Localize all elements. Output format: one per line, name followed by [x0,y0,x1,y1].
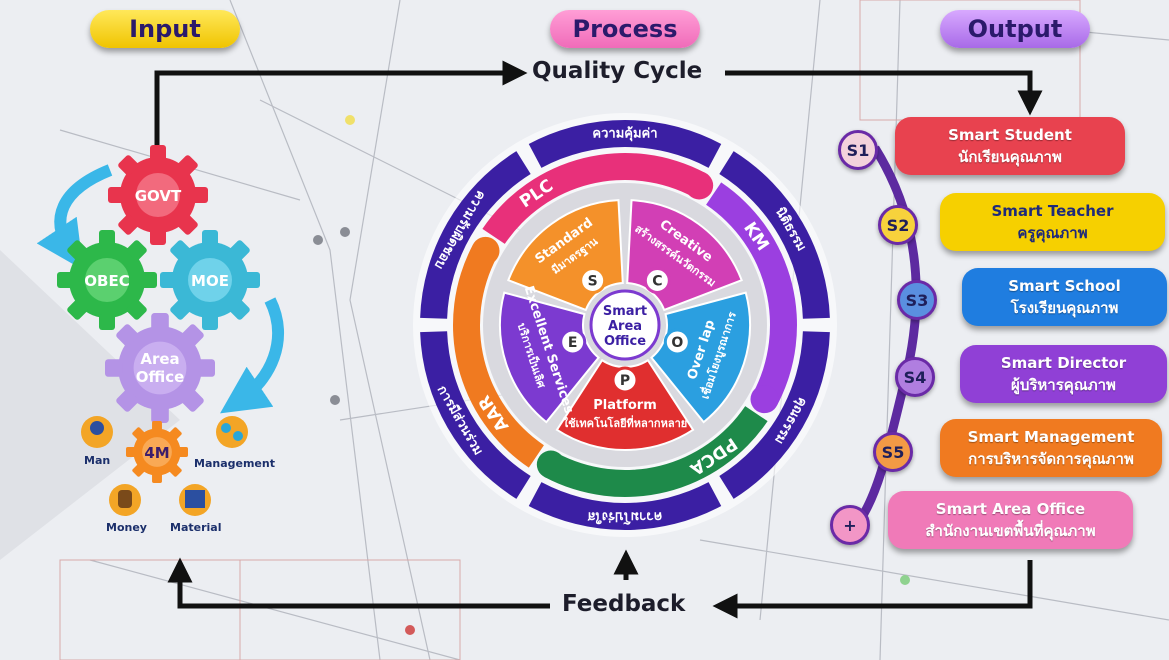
center-label: Office [604,334,646,349]
mid-ring-arrowhead [750,385,779,414]
output-en-label: Smart Management [967,428,1135,446]
outer-ring-segment [528,119,722,168]
money-label: Money [106,521,147,534]
blue-arrow-right [220,297,284,414]
material-label: Material [170,521,222,534]
output-badge-1: S1 [838,130,878,170]
segment-letter-badge [663,328,691,356]
feedback-arrow-left [167,557,550,609]
output-en-label: Smart Teacher [991,202,1114,220]
gear-govt [108,145,208,245]
center-label: Smart [603,304,647,319]
output-en-label: Smart Area Office [935,500,1086,518]
gear-govt-label: GOVT [135,187,182,205]
output-smart-teacher: Smart Teacher ครูคุณภาพ [940,193,1165,251]
segment-e [499,291,600,424]
gear-obec [57,230,157,330]
segment-letter-badge [579,267,607,295]
blue-arrow-left [36,164,113,270]
outer-ring-segment [528,482,722,531]
segment-letter: S [588,274,598,290]
outer-ring-label: ความโปร่งใส [588,509,663,526]
mid-ring-segment [706,182,797,406]
input-gears: GOVT OBEC MOE Area Office 4M [57,145,260,516]
gear-obec-label: OBEC [84,272,129,290]
segment-letter: E [568,335,578,351]
quality-cycle-arrow-left [154,60,528,160]
output-badge-5: S5 [873,432,913,472]
mid-ring-arrowhead [536,450,565,479]
segment-th-label: ใช้เทคโนโลยีที่หลากหลาย [563,415,687,430]
mid-ring-segment [482,153,706,244]
segment-p [555,358,695,451]
feedback-arrow-right [712,560,1033,619]
center-label: Area [608,319,642,334]
segment-letter: C [652,274,662,290]
gear-4m-label: 4M [144,444,169,462]
output-en-label: Smart Student [948,126,1072,144]
outer-ring-segment [719,151,830,319]
output-badge-4: S4 [895,357,935,397]
output-th-label: นักเรียนคุณภาพ [958,148,1062,166]
gear-moe-label: MOE [191,272,229,290]
mid-ring-arrowhead [471,236,500,265]
output-th-label: สำนักงานเขตพื้นที่คุณภาพ [925,522,1096,540]
segment-letter-badge [643,267,671,295]
outer-ring-segment [719,331,830,499]
gear-moe [160,230,260,330]
process-header: Process [550,10,700,48]
output-badge-2: S2 [878,205,918,245]
management-label: Management [194,457,275,470]
output-smart-director: Smart Director ผู้บริหารคุณภาพ [960,345,1167,403]
man-label: Man [84,454,111,467]
outer-ring-segment [420,151,531,319]
segment-letter-badge [611,366,639,394]
output-smart-student: Smart Student นักเรียนคุณภาพ [895,117,1125,175]
output-smart-school: Smart School โรงเรียนคุณภาพ [962,268,1167,326]
output-th-label: ครูคุณภาพ [1017,224,1088,242]
input-header: Input [90,10,240,48]
mid-ring-segment [544,406,768,498]
feedback-label: Feedback [562,591,686,617]
output-th-label: โรงเรียนคุณภาพ [1010,299,1119,317]
output-th-label: ผู้บริหารคุณภาพ [1011,376,1116,394]
output-smart-area-office: Smart Area Office สำนักงานเขตพื้นที่คุณภา… [888,491,1133,549]
gear-4m [126,421,188,483]
center-hub [589,289,661,361]
segment-letter: P [620,373,630,389]
outer-ring-label: ความคุ้มค่า [592,126,657,142]
gear-area-label-2: Office [136,368,185,386]
outer-ring-segment [420,331,531,499]
output-th-label: การบริหารจัดการคุณภาพ [968,450,1134,468]
output-en-label: Smart School [1008,277,1121,295]
gear-area-office [105,313,215,423]
segment-o [650,291,751,424]
segment-letter-badge [559,328,587,356]
segment-letter: O [671,335,683,351]
segment-en-label: Platform [593,398,657,413]
quality-cycle-label: Quality Cycle [532,58,703,84]
output-header: Output [940,10,1090,48]
mid-ring-arrowhead [685,171,714,200]
output-en-label: Smart Director [1000,354,1127,372]
output-badge-3: S3 [897,280,937,320]
output-badge-6: + [830,505,870,545]
output-smart-management: Smart Management การบริหารจัดการคุณภาพ [940,419,1162,477]
quality-cycle-arrow-right [725,70,1043,116]
gear-area-label-1: Area [140,350,179,368]
mid-ring-segment [453,244,544,468]
